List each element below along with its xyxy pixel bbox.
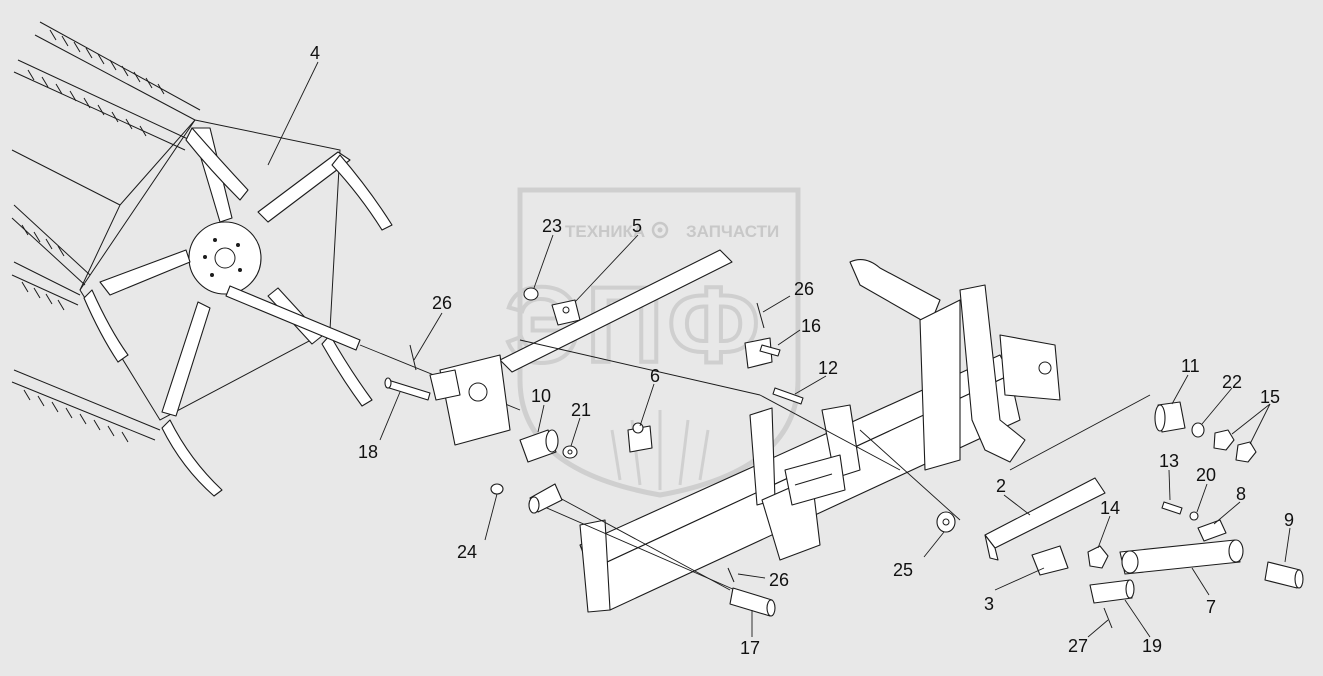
bolt-13	[1161, 501, 1183, 515]
pin-12	[772, 387, 804, 405]
beam-5	[499, 249, 733, 373]
callout-18: 18	[358, 442, 378, 462]
bushing-3	[1031, 545, 1069, 576]
watermark-shield	[517, 187, 801, 498]
pin-18	[385, 379, 431, 401]
callout-10: 10	[531, 386, 551, 406]
callout-26-bottom: 26	[769, 570, 789, 590]
watermark-left-text: ТЕХНИКА	[565, 222, 645, 241]
nut-15b	[1235, 441, 1257, 463]
callout-26-top-right: 26	[794, 279, 814, 299]
washer-22	[1191, 422, 1205, 438]
callout-20: 20	[1196, 465, 1216, 485]
callout-15: 15	[1260, 387, 1280, 407]
reel-hub	[188, 221, 262, 295]
pin-19	[1089, 579, 1133, 604]
callout-4: 4	[310, 43, 320, 63]
callout-26-top-left: 26	[432, 293, 452, 313]
watermark-letters: ЭПФ	[505, 264, 764, 385]
washer-23	[523, 287, 539, 301]
callout-5: 5	[632, 216, 642, 236]
callout-21: 21	[571, 400, 591, 420]
callout-8: 8	[1236, 484, 1246, 504]
plate-8	[1197, 519, 1227, 542]
callout-27: 27	[1068, 636, 1088, 656]
washer-20	[1189, 511, 1199, 521]
reel-assembly	[11, 21, 521, 497]
callout-17: 17	[740, 638, 760, 658]
gear-icon	[651, 221, 669, 239]
callout-6: 6	[650, 366, 660, 386]
small-parts	[384, 287, 1304, 629]
callout-13: 13	[1159, 451, 1179, 471]
plate-left	[579, 519, 611, 613]
pin-17	[729, 587, 773, 617]
nut-15a	[1213, 429, 1235, 451]
callout-11: 11	[1181, 356, 1200, 376]
washer-25	[936, 511, 956, 533]
callout-19: 19	[1142, 636, 1162, 656]
callout-23: 23	[542, 216, 562, 236]
callout-7: 7	[1206, 597, 1216, 617]
leader-lines	[267, 61, 1291, 638]
callout-12: 12	[818, 358, 838, 378]
nut-14	[1087, 545, 1109, 569]
callout-3: 3	[984, 594, 994, 614]
cylinder-7	[1119, 539, 1241, 575]
callout-16: 16	[801, 316, 821, 336]
frame-beams	[429, 249, 1151, 613]
callout-2: 2	[996, 476, 1006, 496]
callout-labels: 4 23 5 26 26 16 12 11 22 15 10 21 6 18 2…	[310, 43, 1294, 658]
callout-9: 9	[1284, 510, 1294, 530]
callout-14: 14	[1100, 498, 1120, 518]
washer-24	[490, 483, 504, 495]
callout-25: 25	[893, 560, 913, 580]
roller-top	[849, 259, 941, 326]
washer-21	[562, 445, 578, 459]
callout-22: 22	[1222, 372, 1242, 392]
watermark-wheat	[610, 410, 710, 490]
pin-9	[1264, 561, 1301, 589]
callout-24: 24	[457, 542, 477, 562]
watermark-right-text: ЗАПЧАСТИ	[686, 222, 779, 241]
